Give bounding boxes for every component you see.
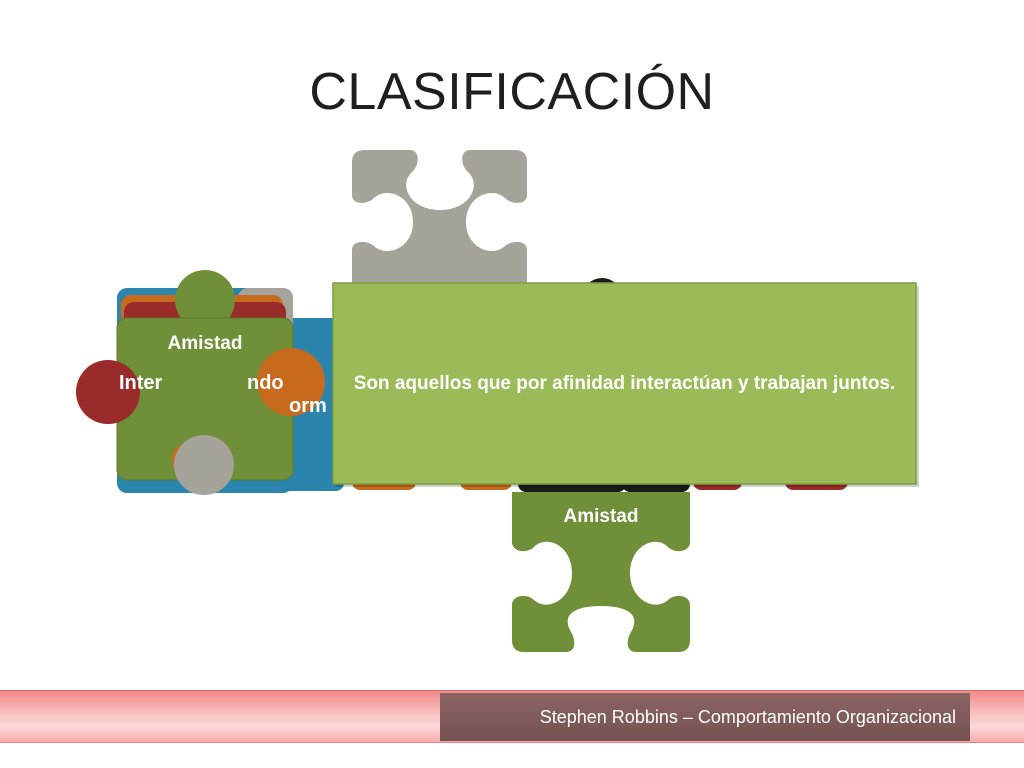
slide-title: CLASIFICACIÓN [309,63,715,121]
footer-credit-box: Stephen Robbins – Comportamiento Organiz… [440,693,970,741]
left-piece-label: Amistad [168,333,243,354]
callout-box [332,282,917,485]
footer-credit: Stephen Robbins – Comportamiento Organiz… [539,706,956,727]
gray-puzzle-piece-top [352,150,527,292]
olive-puzzle-piece-bottom [512,492,690,652]
left-fragment-text: Inter [119,372,163,394]
bottom-piece-label: Amistad [564,506,639,527]
gray-puzzle-knob-bottom [174,435,234,495]
callout-text: Son aquellos que por afinidad interactúa… [353,372,896,394]
left-puzzle-cluster: Amistad Inter ndo orm [76,270,344,495]
blue-fragment-text: orm [289,395,327,417]
red-puzzle-knob-left [76,360,140,424]
right-fragment-text: ndo [247,372,284,394]
orange-puzzle-knob-right [257,348,325,416]
footer-bar: Stephen Robbins – Comportamiento Organiz… [0,690,1024,743]
olive-puzzle-piece-front [116,270,294,481]
